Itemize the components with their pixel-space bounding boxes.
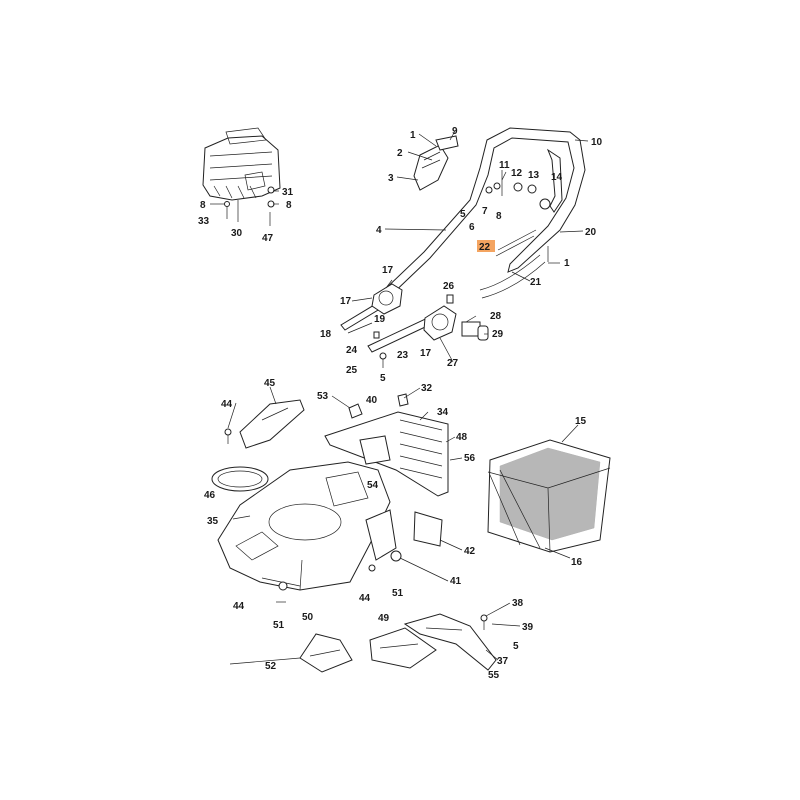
side-guard-part: [224, 399, 305, 449]
callout-50: 50: [302, 612, 314, 623]
callout-48: 48: [456, 432, 468, 443]
callout-1b: 1: [564, 258, 570, 269]
grass-bag-part: [487, 439, 611, 553]
callout-14: 14: [551, 172, 563, 183]
callout-labels: 1 9 2 3 10 11 12 13 14 6 7 5 8 4 22 20 1…: [198, 126, 603, 681]
callout-29: 29: [492, 329, 504, 340]
cable-parts: [479, 229, 546, 299]
callout-47: 47: [262, 233, 274, 244]
mulch-plug-part: [299, 633, 353, 673]
lever-pivot-parts: [485, 170, 551, 210]
callout-2: 2: [397, 148, 403, 159]
callout-41: 41: [450, 576, 462, 587]
callout-8: 8: [496, 211, 502, 222]
callout-32: 32: [421, 383, 433, 394]
callout-24: 24: [346, 345, 358, 356]
callout-49: 49: [378, 613, 390, 624]
callout-55: 55: [488, 670, 500, 681]
callout-1: 1: [410, 130, 416, 141]
small-fasteners: [373, 246, 549, 368]
callout-4: 4: [376, 225, 382, 236]
callout-42: 42: [464, 546, 476, 557]
rear-cover-part: [403, 613, 497, 671]
callout-15: 15: [575, 416, 587, 427]
callout-5: 5: [460, 209, 466, 220]
callout-9: 9: [452, 126, 458, 137]
callout-26: 26: [443, 281, 455, 292]
callout-6: 6: [469, 222, 475, 233]
wheel-height-adjusters: [371, 283, 489, 341]
callout-51a: 51: [392, 588, 404, 599]
callout-25: 25: [346, 365, 358, 376]
callout-44c: 44: [233, 601, 245, 612]
callout-34: 34: [437, 407, 449, 418]
callout-33: 33: [198, 216, 210, 227]
rear-flap-assembly: [324, 393, 449, 497]
callout-35: 35: [207, 516, 219, 527]
callout-19: 19: [374, 314, 386, 325]
callout-10: 10: [591, 137, 603, 148]
callout-3: 3: [388, 173, 394, 184]
callout-5b: 5: [380, 373, 386, 384]
callout-45: 45: [264, 378, 276, 389]
callout-40: 40: [366, 395, 378, 406]
wheel-bracket-parts: [276, 509, 443, 603]
callout-30: 30: [231, 228, 243, 239]
engine-bolts: [224, 186, 275, 226]
wheel-ring-part: [211, 466, 269, 492]
callout-31: 31: [282, 187, 294, 198]
callout-17a: 17: [382, 265, 394, 276]
callout-38: 38: [512, 598, 524, 609]
callout-23: 23: [397, 350, 409, 361]
callout-56: 56: [464, 453, 476, 464]
highlight-marker: [477, 240, 495, 252]
callout-52: 52: [265, 661, 277, 672]
callout-22: 22: [479, 242, 491, 253]
callout-18: 18: [320, 329, 332, 340]
callout-28: 28: [490, 311, 502, 322]
callout-51b: 51: [273, 620, 285, 631]
callout-17c: 17: [420, 348, 432, 359]
control-bracket-part: [413, 135, 459, 191]
side-discharge-part: [369, 627, 437, 669]
callout-8c: 8: [200, 200, 206, 211]
callout-7: 7: [482, 206, 488, 217]
callout-5c: 5: [513, 641, 519, 652]
callout-46: 46: [204, 490, 216, 501]
callout-39: 39: [522, 622, 534, 633]
callout-21: 21: [530, 277, 542, 288]
leader-lines: [210, 130, 589, 665]
callout-37: 37: [497, 656, 509, 667]
callout-11: 11: [499, 160, 510, 171]
callout-27: 27: [447, 358, 459, 369]
callout-16: 16: [571, 557, 583, 568]
callout-54: 54: [367, 480, 379, 491]
callout-53: 53: [317, 391, 329, 402]
callout-44a: 44: [221, 399, 233, 410]
callout-17b: 17: [340, 296, 352, 307]
callout-44b: 44: [359, 593, 371, 604]
callout-8b: 8: [286, 200, 292, 211]
callout-20: 20: [585, 227, 597, 238]
callout-13: 13: [528, 170, 540, 181]
mower-deck-part: [217, 461, 391, 591]
callout-12: 12: [511, 168, 523, 179]
